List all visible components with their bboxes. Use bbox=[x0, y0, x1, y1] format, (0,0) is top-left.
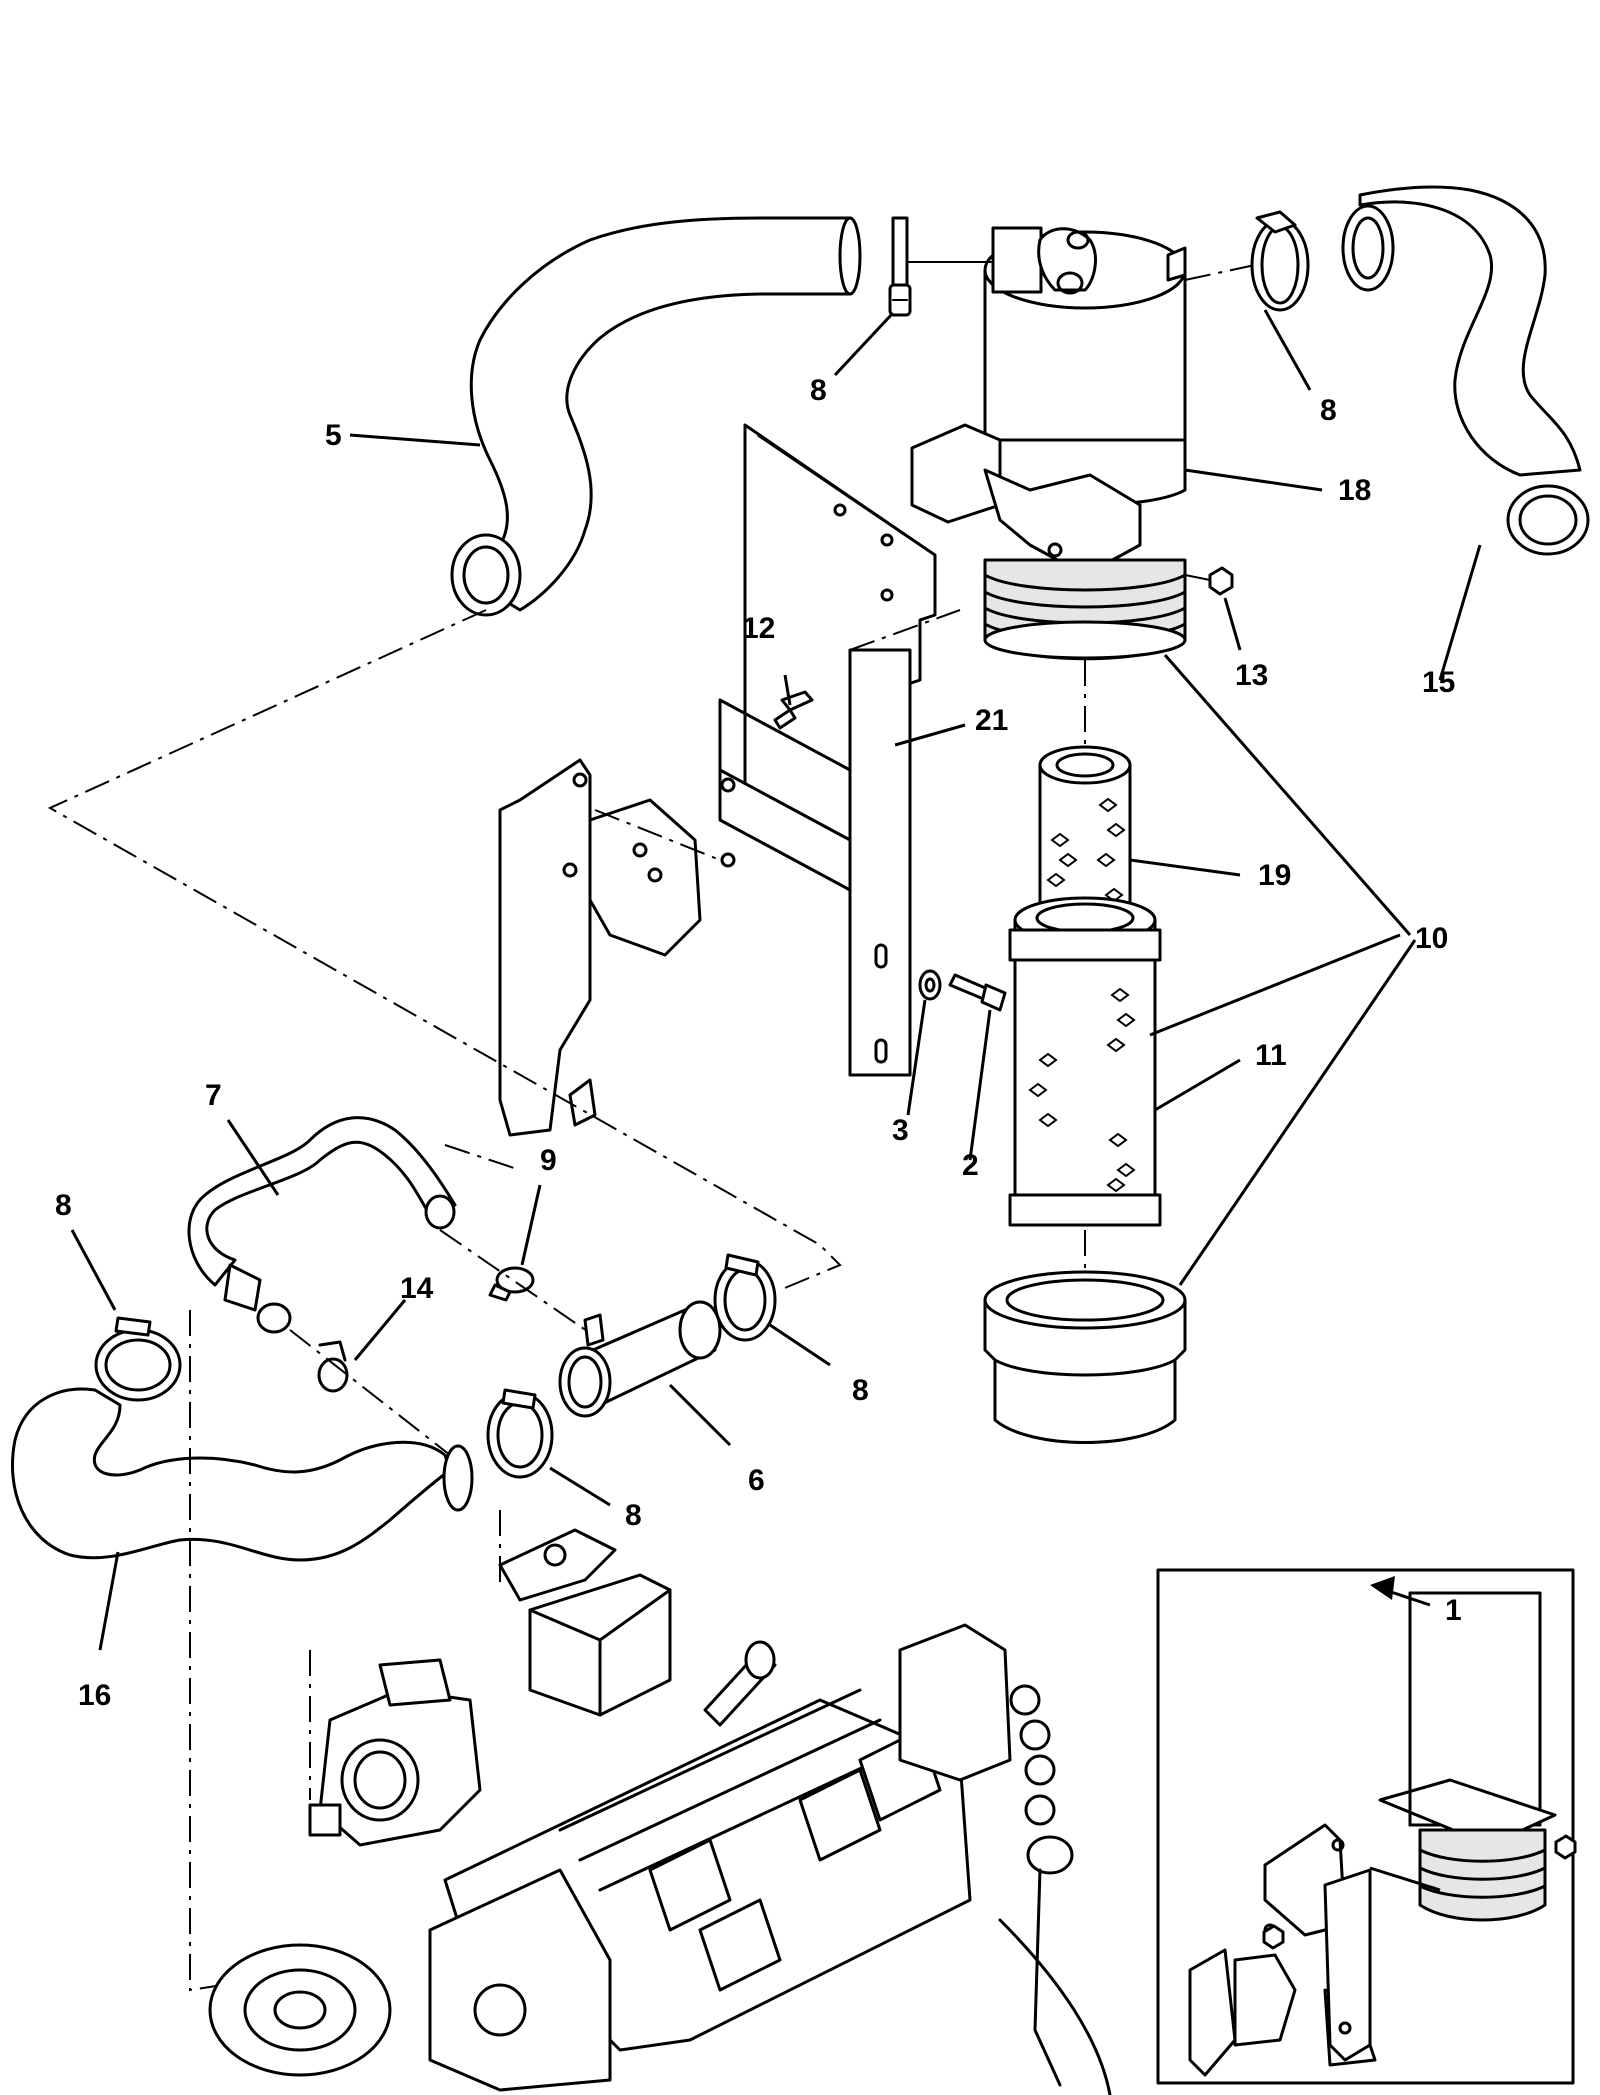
callout-8-left: 8 bbox=[55, 1189, 72, 1222]
hose-clamp-top-left bbox=[888, 216, 912, 317]
callout-16: 16 bbox=[78, 1679, 111, 1712]
hose-clamp-top-right bbox=[1250, 210, 1310, 312]
callout-7: 7 bbox=[205, 1079, 222, 1112]
dust-cup bbox=[983, 1270, 1187, 1444]
callout-8-top-left: 8 bbox=[810, 374, 827, 407]
callout-18: 18 bbox=[1338, 474, 1371, 507]
primary-filter-11 bbox=[1008, 896, 1162, 1227]
engine-assembly bbox=[208, 1528, 1112, 2095]
hose-clamp-6-right bbox=[713, 1253, 777, 1342]
hose-clamp-left bbox=[94, 1316, 182, 1402]
hose-5 bbox=[450, 216, 862, 617]
hose-7 bbox=[187, 1116, 457, 1334]
callout-11: 11 bbox=[1255, 1039, 1287, 1072]
callout-13: 13 bbox=[1235, 659, 1268, 692]
callout-1: 1 bbox=[1445, 1594, 1462, 1627]
inner-filter-19 bbox=[1038, 745, 1132, 942]
callout-8-mid-right: 8 bbox=[852, 1374, 869, 1407]
callout-3: 3 bbox=[892, 1114, 909, 1147]
bracket-left-plate bbox=[498, 758, 702, 1137]
callout-9: 9 bbox=[540, 1144, 557, 1177]
callout-14: 14 bbox=[400, 1272, 434, 1305]
callout-21: 21 bbox=[975, 704, 1008, 737]
clip-14 bbox=[317, 1340, 349, 1393]
callout-19: 19 bbox=[1258, 859, 1291, 892]
bolt-2 bbox=[948, 973, 1007, 1012]
callout-5: 5 bbox=[325, 419, 342, 452]
washer-3 bbox=[918, 969, 942, 1001]
callout-12: 12 bbox=[742, 612, 775, 645]
air-cleaner-housing bbox=[910, 226, 1187, 661]
callout-15: 15 bbox=[1422, 666, 1455, 699]
callout-6: 6 bbox=[748, 1464, 765, 1497]
hose-clamp-6-left bbox=[486, 1388, 554, 1479]
screw-12 bbox=[773, 690, 814, 730]
nut-13 bbox=[1208, 566, 1234, 596]
callout-8-top-right: 8 bbox=[1320, 394, 1337, 427]
hose-16 bbox=[10, 1387, 474, 1562]
leader-lines bbox=[70, 309, 1482, 1651]
callout-2: 2 bbox=[962, 1149, 979, 1182]
callout-10: 10 bbox=[1415, 922, 1448, 955]
bracket-21 bbox=[718, 423, 937, 1077]
hose-clamp-9 bbox=[488, 1266, 535, 1302]
tube-6 bbox=[558, 1300, 722, 1418]
inset-detail-view bbox=[1156, 1568, 1577, 2085]
hose-15 bbox=[1341, 185, 1590, 556]
callout-8-mid-left: 8 bbox=[625, 1499, 642, 1532]
